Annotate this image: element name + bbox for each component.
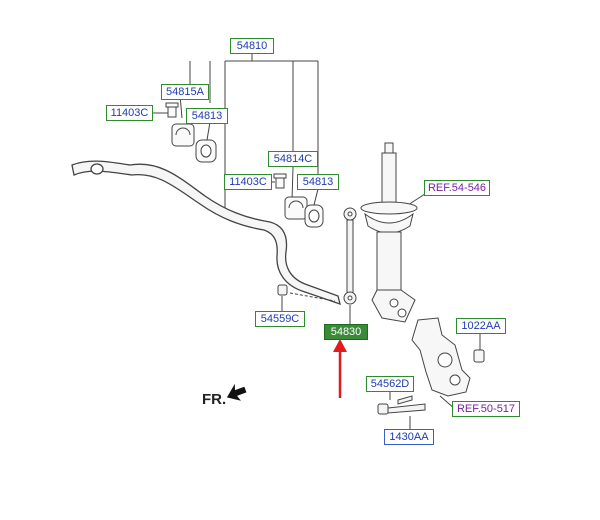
strut-assembly bbox=[360, 142, 418, 323]
highlight-arrow bbox=[333, 339, 347, 398]
steering-knuckle bbox=[411, 317, 485, 397]
part-label-54813[interactable]: 54813 bbox=[186, 108, 228, 124]
part-label-54813[interactable]: 54813 bbox=[297, 174, 339, 190]
part-label-1022AA[interactable]: 1022AA bbox=[456, 318, 506, 334]
part-label-54830-selected[interactable]: 54830 bbox=[324, 324, 368, 340]
part-label-54810[interactable]: 54810 bbox=[230, 38, 274, 54]
nut-54559C bbox=[277, 284, 336, 302]
front-direction-icon bbox=[226, 383, 247, 401]
leader-54813-a bbox=[206, 121, 211, 141]
part-label-11403C[interactable]: 11403C bbox=[224, 174, 272, 190]
part-label-54814C[interactable]: 54814C bbox=[268, 151, 318, 167]
bushing-bracket-left bbox=[165, 102, 217, 163]
leader-54810 bbox=[189, 54, 319, 215]
front-direction-label: FR. bbox=[202, 391, 227, 408]
knuckle-bolt bbox=[377, 395, 426, 415]
reference-label-54-546[interactable]: REF.54-546 bbox=[424, 180, 490, 196]
stabilizer-link bbox=[343, 207, 357, 305]
part-label-54562D[interactable]: 54562D bbox=[366, 376, 414, 392]
bushing-bracket-right bbox=[273, 173, 324, 228]
reference-label-50-517[interactable]: REF.50-517 bbox=[452, 401, 520, 417]
part-label-54815A[interactable]: 54815A bbox=[161, 84, 209, 100]
part-label-1430AA[interactable]: 1430AA bbox=[384, 429, 434, 445]
stabilizer-bar bbox=[71, 160, 341, 306]
leader-54814C bbox=[291, 167, 294, 201]
part-label-11403C[interactable]: 11403C bbox=[106, 105, 153, 121]
part-label-54559C[interactable]: 54559C bbox=[255, 311, 305, 327]
leader-54813-b bbox=[313, 188, 319, 206]
